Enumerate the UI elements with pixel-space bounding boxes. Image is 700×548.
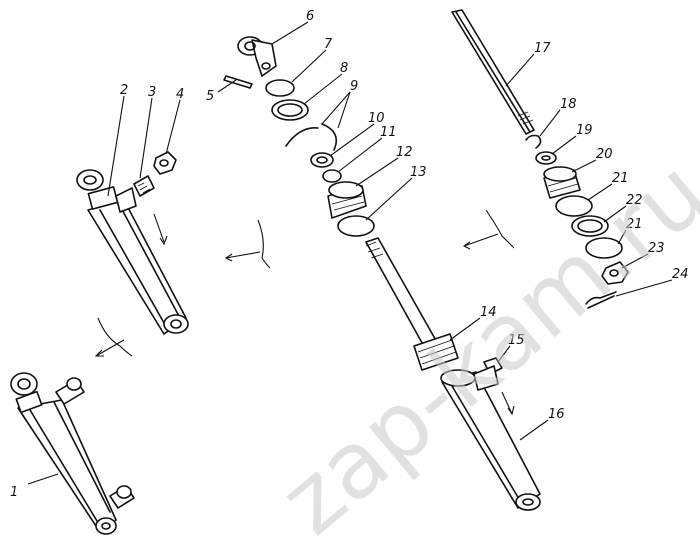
callout-3: 3: [148, 85, 156, 100]
callout-9: 9: [350, 79, 358, 94]
part-21-sealing-ring-b: [585, 237, 623, 259]
callout-1: 1: [10, 485, 18, 500]
callout-leaders: [27, 21, 673, 485]
part-10-washer: [310, 152, 334, 168]
part-18-circlip: [525, 134, 542, 149]
part-19-washer: [535, 151, 557, 165]
part-12-gland: [327, 181, 367, 219]
part-1-assembled-cylinder: [10, 372, 135, 535]
part-4-nut: [153, 151, 177, 175]
part-16-cylinder-tube: [440, 365, 541, 511]
part-14-piston-rod: [365, 237, 459, 371]
assembly-arrows: [94, 209, 515, 416]
part-7-snap-ring: [265, 79, 295, 97]
callout-2: 2: [120, 83, 128, 98]
part-20-piston: [543, 166, 581, 199]
part-5-pin: [223, 75, 253, 89]
callout-22: 22: [626, 193, 643, 208]
callout-14: 14: [480, 305, 497, 320]
callout-18: 18: [560, 97, 577, 112]
part-24-cotter-pin: [585, 291, 617, 309]
part-3-union-fitting: [133, 175, 155, 197]
watermark-text: zap-kam.ru: [260, 139, 700, 548]
callout-10: 10: [368, 111, 385, 126]
part-17-rod: [451, 9, 535, 135]
part-8-wiper-ring: [271, 99, 309, 121]
callout-13: 13: [410, 165, 427, 180]
callout-15: 15: [508, 333, 525, 348]
callout-12: 12: [396, 145, 413, 160]
part-13-o-ring: [337, 215, 375, 237]
callout-8: 8: [340, 61, 348, 76]
callout-21b: 21: [626, 217, 643, 232]
part-9-split-rings: [285, 123, 338, 151]
callout-24: 24: [672, 267, 689, 282]
callout-16: 16: [548, 407, 565, 422]
callout-4: 4: [176, 87, 184, 102]
callout-6: 6: [306, 9, 314, 24]
part-6-rod-eye: [237, 36, 277, 77]
callout-5: 5: [206, 89, 214, 104]
callout-11: 11: [380, 125, 397, 140]
callout-19: 19: [576, 123, 593, 138]
part-23-nut: [601, 261, 629, 285]
part-22-ring: [571, 215, 609, 237]
callout-23: 23: [648, 241, 665, 256]
callout-17: 17: [534, 41, 551, 56]
callout-20: 20: [596, 147, 613, 162]
callout-7: 7: [324, 37, 333, 52]
part-21-sealing-ring-a: [555, 195, 593, 217]
callout-21a: 21: [612, 171, 629, 186]
part-2-cylinder-with-head: [76, 169, 189, 335]
part-11-ring: [322, 169, 342, 183]
callout-labels: 1 2 3 4 5 6 7 8 9 10 11 12 13 14 15 16 1…: [10, 9, 689, 500]
